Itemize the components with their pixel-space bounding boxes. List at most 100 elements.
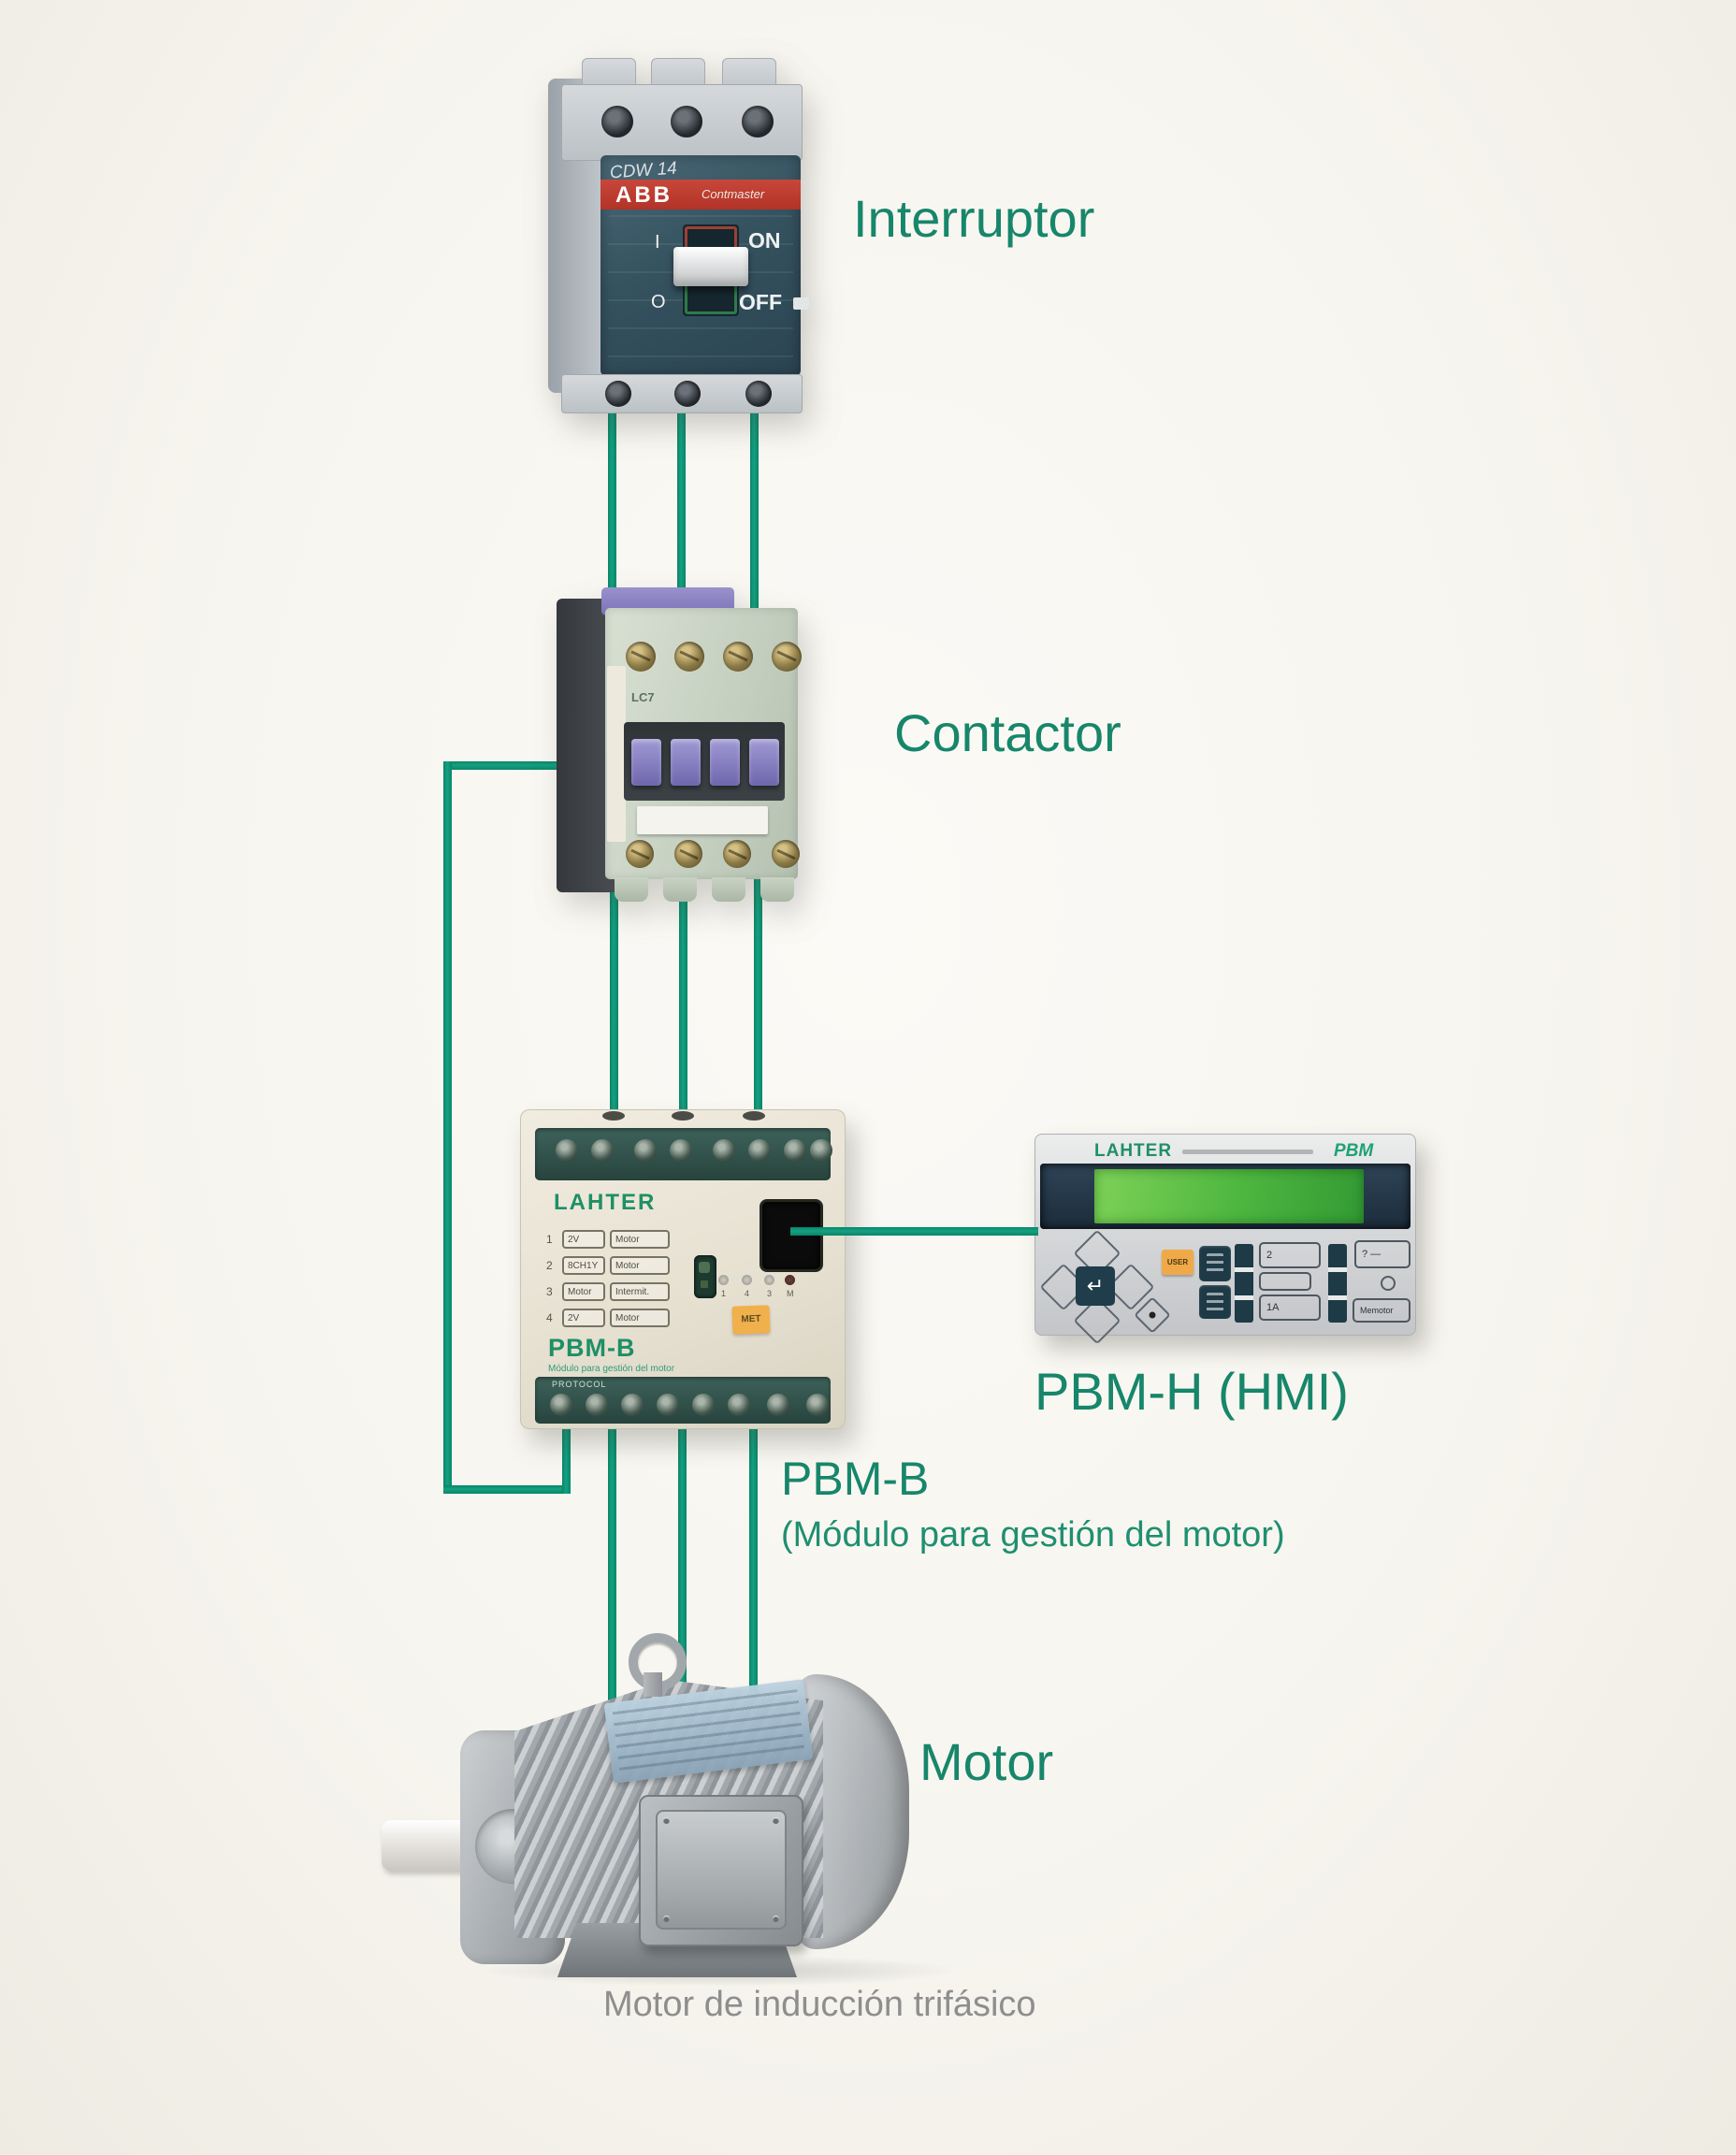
pbmh-hmi-panel: LAHTER PBM ↵ USER 2 1A ? — Memotor	[1034, 1134, 1416, 1345]
row-number: 3	[546, 1285, 553, 1298]
wire-pbmb-motor-l2	[678, 1418, 687, 1773]
breaker-terminal-hole	[601, 106, 633, 137]
abb-logo: ABB	[615, 182, 673, 208]
row-cell-right: Motor	[610, 1256, 670, 1275]
pbmb-top-wire-hole	[602, 1111, 625, 1121]
switch-position-on-mark: I	[655, 232, 660, 253]
pbmb-terminal-screw	[670, 1139, 692, 1162]
label-motor: Motor	[919, 1732, 1054, 1791]
row-cell-left: 2V	[562, 1309, 605, 1327]
wire-loop-riser	[562, 1425, 571, 1494]
contactor-side-label	[607, 666, 626, 842]
wire-contactor-pbmb-l2	[679, 879, 687, 1121]
pbmb-config-row: 3 Motor Intermit.	[546, 1281, 670, 1302]
breaker-terminal-hole	[745, 381, 772, 407]
pbmb-terminal-screw	[621, 1394, 644, 1416]
pbmb-terminal-screw	[556, 1139, 578, 1162]
field-box-top: 2	[1259, 1242, 1321, 1268]
pbmb-terminal-screw	[810, 1139, 832, 1162]
row-cell-right: Motor	[610, 1230, 670, 1249]
contactor-terminal-screw	[772, 642, 802, 672]
contactor-terminal-screw	[674, 840, 702, 868]
wire-breaker-contactor-l1	[608, 393, 616, 610]
wire-breaker-contactor-l2	[677, 393, 686, 610]
row-number: 4	[546, 1311, 553, 1324]
wire-pbmb-motor-l3	[749, 1418, 758, 1755]
wire-breaker-contactor-l3	[750, 393, 759, 614]
motor-caption: Motor de inducción trifásico	[603, 1985, 1036, 2024]
contactor-device: LC7	[557, 587, 802, 902]
wire-pbmb-motor-l1	[608, 1418, 616, 1792]
breaker-bottom-terminal-block	[561, 374, 803, 413]
contactor-purple-key	[749, 739, 779, 786]
pbmb-top-wire-hole	[743, 1111, 765, 1121]
pbmb-display-window	[760, 1199, 823, 1272]
row-number: 2	[546, 1259, 553, 1272]
pbmb-led-label: M	[787, 1289, 794, 1298]
contactor-terminal-screw	[626, 840, 654, 868]
switch-position-off-mark: O	[651, 292, 666, 312]
icon-button-bottom	[1199, 1285, 1231, 1319]
contactor-bottom-tooth	[663, 877, 697, 902]
pbmb-terminal-screw	[634, 1139, 657, 1162]
breaker-front-face: CDW 14 ABB Contmaster I ON O OFF	[600, 155, 809, 376]
pbmb-terminal-screw	[692, 1394, 715, 1416]
pbmb-protocol-label: PROTOCOL	[552, 1380, 607, 1389]
pbmb-config-row: 2 8CH1Y Motor	[546, 1255, 670, 1276]
pbmb-top-wire-hole	[672, 1111, 694, 1121]
pbmh-small-print	[1182, 1150, 1313, 1154]
breaker-top-terminal-block	[561, 84, 803, 161]
breaker-terminal-hole	[671, 106, 702, 137]
pbmb-led-label: 3	[767, 1289, 773, 1298]
pbmb-model-subtitle: Módulo para gestión del motor	[548, 1364, 675, 1374]
pbmb-led-label: 4	[745, 1289, 750, 1298]
pbmb-terminal-screw	[657, 1394, 679, 1416]
dot-icon	[1148, 1310, 1157, 1320]
pbmb-terminal-screw	[591, 1139, 614, 1162]
contactor-terminal-screw	[723, 642, 753, 672]
label-contactor: Contactor	[894, 703, 1121, 762]
icon-button-top	[1199, 1246, 1231, 1281]
wire-loop-vertical	[443, 761, 452, 1494]
pbm-logo: PBM	[1334, 1141, 1374, 1161]
pbmb-terminal-screw	[713, 1139, 735, 1162]
label-interruptor: Interruptor	[853, 189, 1095, 248]
contactor-terminal-screw	[674, 642, 704, 672]
pbmb-led	[718, 1275, 729, 1285]
pbmb-terminal-screw	[806, 1394, 829, 1416]
motor-terminal-box	[639, 1795, 803, 1946]
pbmb-terminal-screw	[748, 1139, 771, 1162]
contactor-purple-key	[631, 739, 661, 786]
row-cell-left: 2V	[562, 1230, 605, 1249]
breaker-brand-stripe: ABB Contmaster	[600, 180, 801, 210]
pbmb-connector	[694, 1255, 716, 1298]
pbmb-bottom-terminal-strip: PROTOCOL	[535, 1377, 831, 1424]
field-box-memotor: Memotor	[1353, 1298, 1410, 1323]
contactor-terminal-screw	[772, 840, 800, 868]
indicator-circle-icon	[1381, 1276, 1396, 1291]
breaker-terminal-hole	[605, 381, 631, 407]
wire-contactor-pbmb-l3	[754, 879, 762, 1121]
pbmb-top-terminal-strip	[535, 1128, 832, 1180]
wire-loop-horizontal-bottom	[443, 1485, 571, 1494]
contactor-label-strip	[637, 806, 768, 834]
pbmh-display-bezel	[1040, 1164, 1410, 1229]
contactor-body: LC7	[605, 608, 802, 902]
row-cell-left: Motor	[562, 1282, 605, 1301]
lahter-logo: LAHTER	[554, 1190, 657, 1215]
pbmb-model-text: PBM-B	[548, 1334, 636, 1362]
switch-on-label: ON	[748, 228, 781, 253]
lifting-eye-stem	[644, 1672, 662, 1697]
switch-off-indicator	[793, 297, 809, 310]
field-box-question: ? —	[1354, 1240, 1410, 1268]
row-cell-left: 8CH1Y	[562, 1256, 605, 1275]
label-pbmh: PBM-H (HMI)	[1034, 1362, 1349, 1421]
pbmb-led	[764, 1275, 774, 1285]
segment-bar-left	[1235, 1244, 1253, 1323]
breaker-terminal-hole	[674, 381, 701, 407]
pbmb-led	[742, 1275, 752, 1285]
wire-contactor-pbmb-l1	[610, 879, 618, 1121]
enter-icon: ↵	[1086, 1274, 1105, 1297]
field-box-middle	[1259, 1272, 1311, 1291]
